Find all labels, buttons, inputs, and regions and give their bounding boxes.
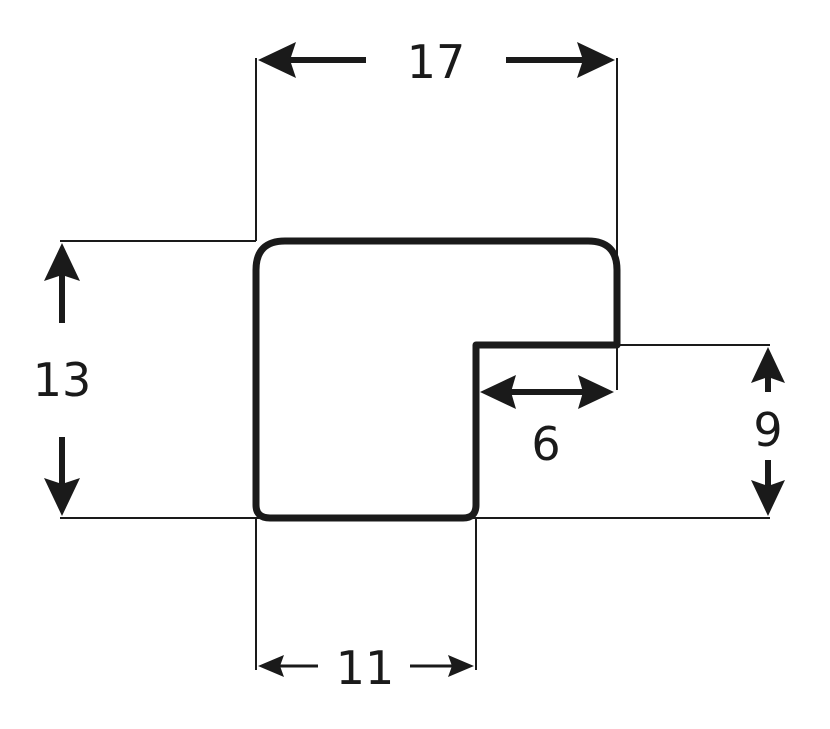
bottom-width-label: 11 [336,641,395,695]
left-height-label: 13 [33,353,92,407]
arrowhead-down [44,478,80,516]
dimension-bottom-width: 11 [258,641,474,695]
arrowhead-up [751,347,785,383]
arrowhead-up [44,243,80,281]
right-height-label: 9 [753,403,782,457]
dimension-inner-step: 6 [480,375,614,471]
top-width-label: 17 [407,35,466,89]
dimension-right-height: 9 [751,347,785,516]
arrowhead-left [258,655,284,677]
dimension-left-height: 13 [33,243,92,516]
arrowhead-down [751,480,785,516]
inner-step-label: 6 [531,417,560,471]
profile-outline [252,237,621,522]
arrowhead-left [258,42,296,78]
arrowhead-right [577,42,615,78]
extension-lines [60,58,770,670]
arrowhead-left [480,375,516,409]
dimension-top-width: 17 [258,35,615,89]
arrowhead-right [448,655,474,677]
arrowhead-right [578,375,614,409]
